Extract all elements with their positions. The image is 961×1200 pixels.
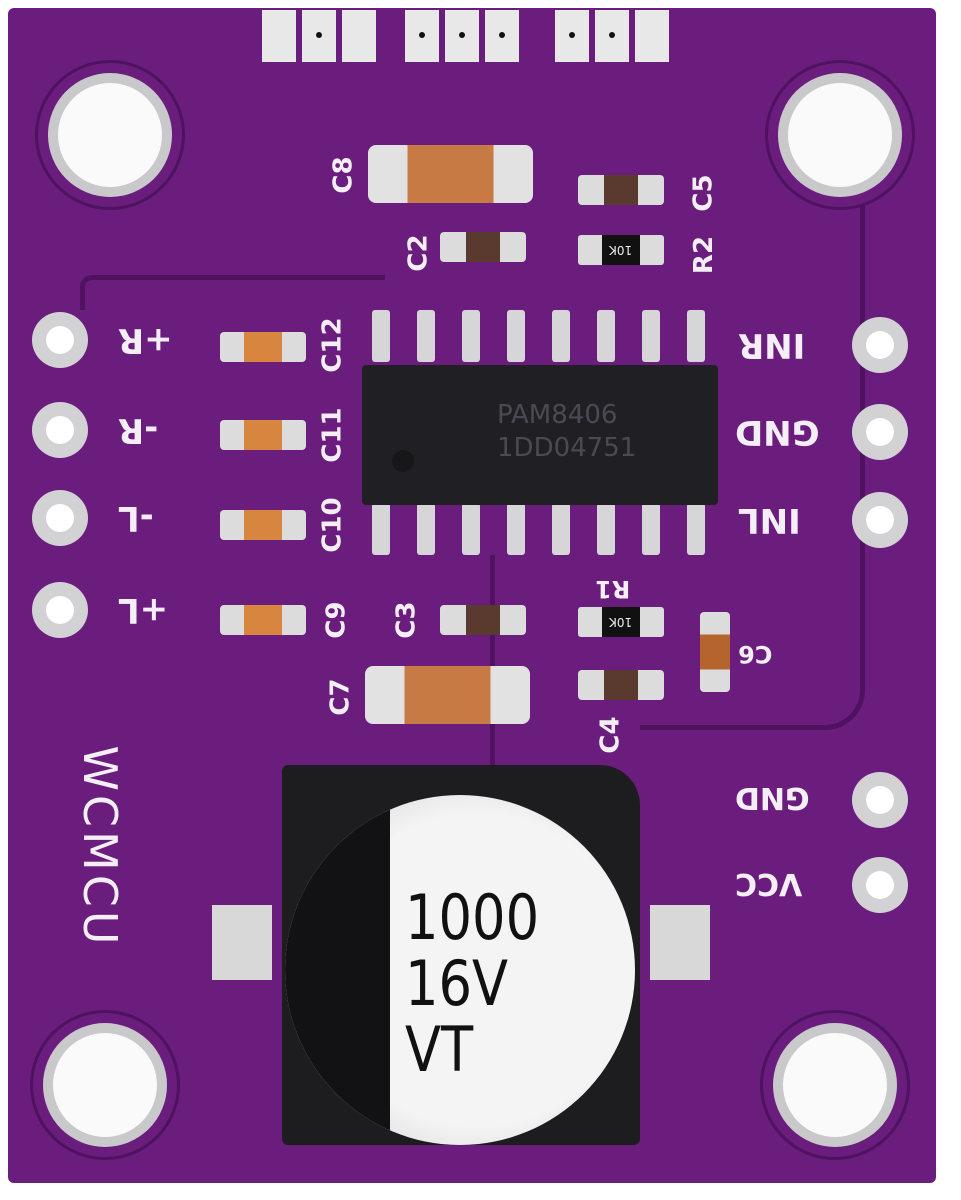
resistor-r1: 10K [578,607,664,637]
capacitance-value: 1000 [405,881,540,954]
capacitor-c3 [440,605,526,635]
label-c12: C12 [317,317,348,373]
capacitor-c9 [220,605,306,635]
label-c8: C8 [328,156,359,194]
trace [490,555,495,770]
pin-gnd[interactable] [852,404,908,460]
mounting-hole [35,60,185,210]
pin-label: INL [738,500,801,540]
label-c11: C11 [317,407,348,463]
amplifier-chip: PAM8406 1DD04751 [362,365,718,505]
pin-label: GND [735,412,820,452]
label-c2: C2 [403,234,434,272]
pin-label: +L [118,590,169,630]
electrolytic-capacitor: 1000 16V VT [285,795,635,1145]
label-c9: C9 [321,601,352,639]
resistor-r2: 10K [578,235,664,265]
capacitor-c6 [700,612,730,692]
pin-gnd-power[interactable] [852,772,908,828]
label-c6: C6 [738,640,773,668]
capacitor-c4 [578,670,664,700]
label-r2: R2 [689,235,720,275]
label-c5: C5 [688,174,719,212]
label-c10: C10 [317,497,348,553]
capacitor-c10 [220,510,306,540]
trace [80,275,385,310]
pin-label: -R [118,410,159,450]
label-c4: C4 [595,716,626,754]
capacitor-lead-pad [212,905,272,980]
pin-inr[interactable] [852,317,908,373]
pin-label: INR [738,325,806,365]
pin-label: GND [735,780,810,815]
pin-label: VCC [735,866,803,901]
capacitor-c12 [220,332,306,362]
capacitor-c8 [368,145,533,203]
pin-plus-l[interactable] [32,582,88,638]
pin1-marker [392,450,414,472]
capacitor-brand: VT [405,1013,474,1086]
mounting-hole [760,1010,910,1160]
label-r1: R1 [595,575,631,603]
pin-label: -L [118,498,154,538]
capacitor-markings: 1000 16V VT [405,885,539,1083]
capacitor-lead-pad [650,905,710,980]
capacitor-c7 [365,666,530,724]
capacitor-c2 [440,232,526,262]
pin-minus-l[interactable] [32,490,88,546]
mounting-hole [30,1010,180,1160]
label-c7: C7 [325,678,356,716]
pin-vcc[interactable] [852,857,908,913]
capacitor-c5 [578,175,664,205]
label-c3: C3 [391,601,422,639]
brand-label: WCMCU [73,745,127,949]
polarity-stripe [285,795,390,1145]
pin-minus-r[interactable] [32,402,88,458]
pin-plus-r[interactable] [32,312,88,368]
chip-lot-code: 1DD04751 [497,433,637,463]
trace [640,195,865,730]
capacitor-c11 [220,420,306,450]
mounting-hole [765,60,915,210]
pin-label: +R [118,320,173,360]
chip-part-number: PAM8406 [497,400,618,430]
voltage-rating: 16V [405,947,509,1020]
pin-inl[interactable] [852,492,908,548]
